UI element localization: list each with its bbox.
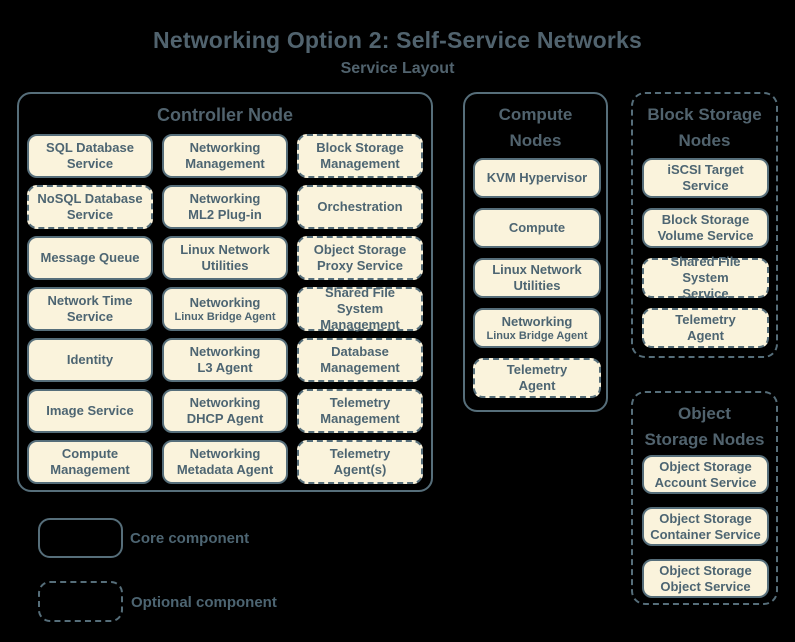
service-message-queue: Message Queue [27,236,153,280]
controller-node-title: Controller Node [156,105,293,125]
service-compute: Compute [473,208,601,248]
service-image-service: Image Service [27,389,153,433]
legend-optional-label: Optional component [131,594,277,611]
service-orchestration: Orchestration [297,185,423,229]
service-kvm-hypervisor: KVM Hypervisor [473,158,601,198]
object-storage-nodes-title: Object Storage Nodes [644,404,765,449]
legend-optional-swatch [38,581,123,622]
page-title: Networking Option 2: Self-Service Networ… [153,27,642,53]
legend-core-label: Core component [130,530,250,547]
block-storage-nodes-title: Block Storage Nodes [647,105,762,150]
compute-nodes-container: Compute Nodes KVM Hypervisor Compute Lin… [463,92,608,412]
service-identity: Identity [27,338,153,382]
legend-core-swatch [38,518,123,558]
compute-nodes-title: Compute Nodes [498,105,573,150]
page-subtitle: Service Layout [340,60,455,77]
